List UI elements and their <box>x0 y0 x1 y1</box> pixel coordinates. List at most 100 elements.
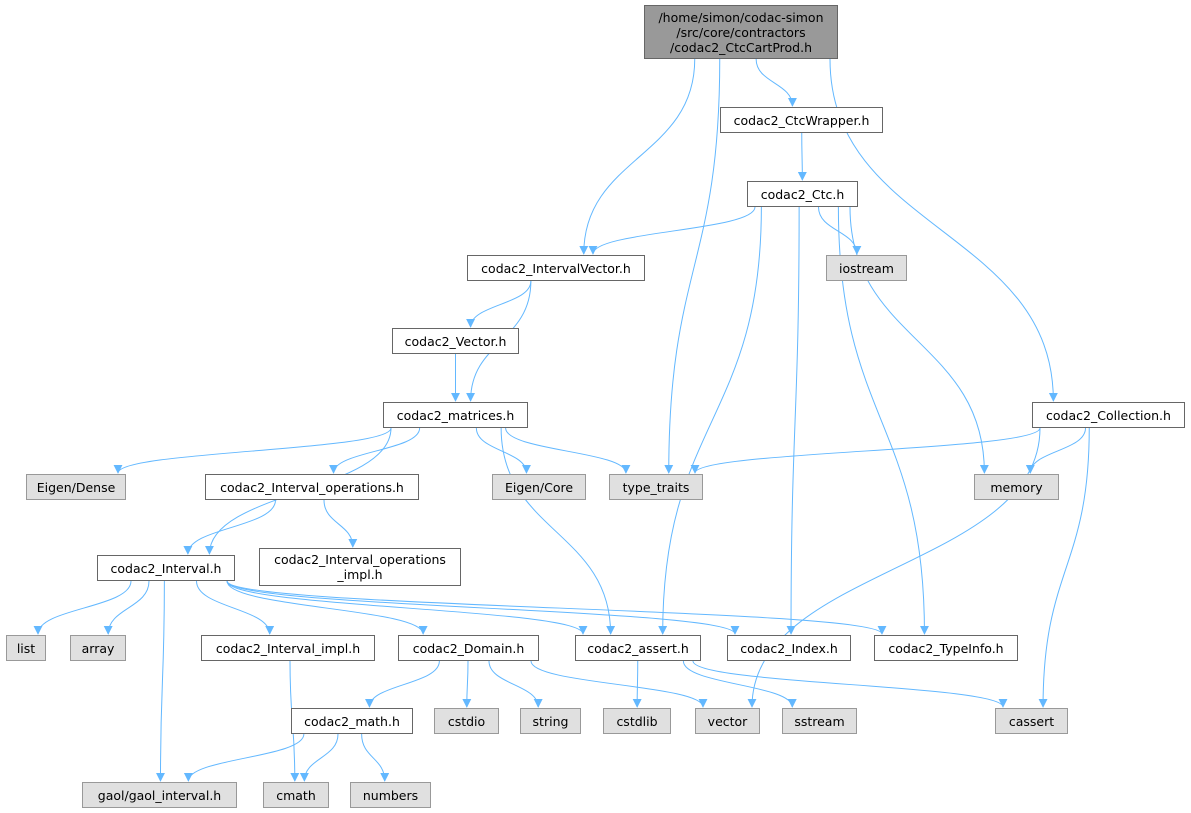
node-label: codac2_Index.h <box>740 640 838 656</box>
node-domain[interactable]: codac2_Domain.h <box>398 635 539 661</box>
node-index[interactable]: codac2_Index.h <box>727 635 851 661</box>
node-intervalvector[interactable]: codac2_IntervalVector.h <box>467 255 645 281</box>
node-intervalopsimpl[interactable]: codac2_Interval_operations_impl.h <box>259 548 461 586</box>
edge-interval-to-gaol <box>155 580 165 782</box>
node-label: cstdio <box>447 713 486 729</box>
node-label: codac2_Domain.h <box>412 640 525 656</box>
edge-interval-to-domain <box>226 580 428 635</box>
edge-ctc-to-intervalvector <box>588 206 756 255</box>
node-label: memory <box>990 479 1043 495</box>
edge-ctc-to-typeinfo <box>837 206 929 635</box>
node-label: iostream <box>839 260 894 276</box>
edge-matrices-to-intervalops <box>329 427 421 474</box>
edge-intervalops-to-interval <box>183 499 276 555</box>
edge-domain-to-cstdio <box>462 660 472 708</box>
node-label: gaol/gaol_interval.h <box>97 787 222 803</box>
edge-math-to-cmath <box>299 733 339 782</box>
edge-ctc-to-iostream <box>818 206 862 255</box>
edge-interval-to-index <box>226 580 740 635</box>
node-label: numbers <box>362 787 419 803</box>
node-list[interactable]: list <box>6 635 46 661</box>
edge-domain-to-math <box>365 660 440 708</box>
node-label: codac2_Collection.h <box>1046 407 1171 423</box>
edge-interval-to-typeinfo <box>226 580 887 635</box>
edge-assert-to-sstream <box>682 660 797 708</box>
node-typetraits[interactable]: type_traits <box>609 474 703 500</box>
node-label: Eigen/Dense <box>36 479 116 495</box>
node-typeinfo[interactable]: codac2_TypeInfo.h <box>874 635 1018 661</box>
node-label: codac2_assert.h <box>587 640 689 656</box>
edge-ctcwrapper-to-ctc <box>797 132 807 181</box>
node-ctcwrapper[interactable]: codac2_CtcWrapper.h <box>720 107 883 133</box>
node-label: cassert <box>1008 713 1055 729</box>
node-intervalops[interactable]: codac2_Interval_operations.h <box>205 474 419 500</box>
node-label: cmath <box>276 787 316 803</box>
node-label: codac2_matrices.h <box>396 407 515 423</box>
node-label: codac2_Interval_impl.h <box>215 640 361 656</box>
edge-collection-to-vector <box>747 427 1041 708</box>
node-numbers[interactable]: numbers <box>350 782 431 808</box>
node-label: codac2_Interval_operations <box>274 552 446 567</box>
edge-root-to-intervalvector <box>579 58 696 255</box>
node-label: vector <box>707 713 748 729</box>
node-vector[interactable]: vector <box>695 708 760 734</box>
edge-root-to-ctcwrapper <box>755 58 797 107</box>
node-ctc[interactable]: codac2_Ctc.h <box>747 181 858 207</box>
node-label: codac2_CtcWrapper.h <box>733 112 870 128</box>
node-root[interactable]: /home/simon/codac-simon/src/core/contrac… <box>644 5 838 59</box>
node-label: codac2_Interval_operations.h <box>220 479 404 495</box>
edge-ctc-to-assert <box>658 206 762 635</box>
node-collection[interactable]: codac2_Collection.h <box>1032 402 1185 428</box>
node-array[interactable]: array <box>70 635 126 661</box>
node-label: string <box>532 713 569 729</box>
edge-matrices-to-assert <box>500 427 616 635</box>
node-label: codac2_math.h <box>304 713 400 729</box>
node-math[interactable]: codac2_math.h <box>291 708 413 734</box>
node-intervalimpl[interactable]: codac2_Interval_impl.h <box>201 635 375 661</box>
node-sstream[interactable]: sstream <box>782 708 857 734</box>
node-label: codac2_TypeInfo.h <box>888 640 1004 656</box>
node-label: Eigen/Core <box>504 479 574 495</box>
node-label: array <box>81 640 115 656</box>
node-interval[interactable]: codac2_Interval.h <box>97 555 235 581</box>
edge-matrices-to-eigendense <box>113 427 392 474</box>
node-cstdio[interactable]: cstdio <box>434 708 499 734</box>
edge-assert-to-cstdlib <box>632 660 642 708</box>
node-label: /codac2_CtcCartProd.h <box>670 39 812 55</box>
node-gaol[interactable]: gaol/gaol_interval.h <box>82 782 237 808</box>
node-label: codac2_Vector.h <box>404 333 507 349</box>
edge-assert-to-cassert <box>692 660 1008 708</box>
node-vector_h[interactable]: codac2_Vector.h <box>392 328 519 354</box>
node-eigendense[interactable]: Eigen/Dense <box>26 474 126 500</box>
node-label: cstdlib <box>616 713 658 729</box>
node-label: list <box>16 640 36 656</box>
edge-domain-to-string <box>488 660 543 708</box>
node-matrices[interactable]: codac2_matrices.h <box>383 402 528 428</box>
node-label: /src/core/contractors <box>676 24 806 40</box>
node-cstdlib[interactable]: cstdlib <box>603 708 671 734</box>
node-string[interactable]: string <box>520 708 581 734</box>
edge-collection-to-memory <box>1025 427 1086 474</box>
node-assert[interactable]: codac2_assert.h <box>575 635 701 661</box>
edge-domain-to-vector <box>530 660 708 708</box>
node-label: sstream <box>794 713 845 729</box>
edge-math-to-gaol <box>183 733 305 782</box>
edge-collection-to-typetraits <box>690 427 1041 474</box>
node-iostream[interactable]: iostream <box>826 255 907 281</box>
edge-interval-to-intervalimpl <box>196 580 275 635</box>
edge-ctc-to-index <box>786 206 800 635</box>
node-label: codac2_IntervalVector.h <box>481 260 631 276</box>
edge-math-to-numbers <box>361 733 390 782</box>
node-cassert[interactable]: cassert <box>995 708 1068 734</box>
edge-interval-to-assert <box>226 580 588 635</box>
edge-collection-to-cassert <box>1038 427 1090 708</box>
node-cmath[interactable]: cmath <box>263 782 329 808</box>
node-label: _impl.h <box>337 567 383 582</box>
edge-intervalvector-to-vector_h <box>466 280 532 328</box>
edge-matrices-to-eigencore <box>475 427 531 474</box>
node-label: type_traits <box>622 479 690 495</box>
edge-interval-to-list <box>33 580 132 635</box>
node-memory[interactable]: memory <box>974 474 1059 500</box>
node-eigencore[interactable]: Eigen/Core <box>492 474 586 500</box>
